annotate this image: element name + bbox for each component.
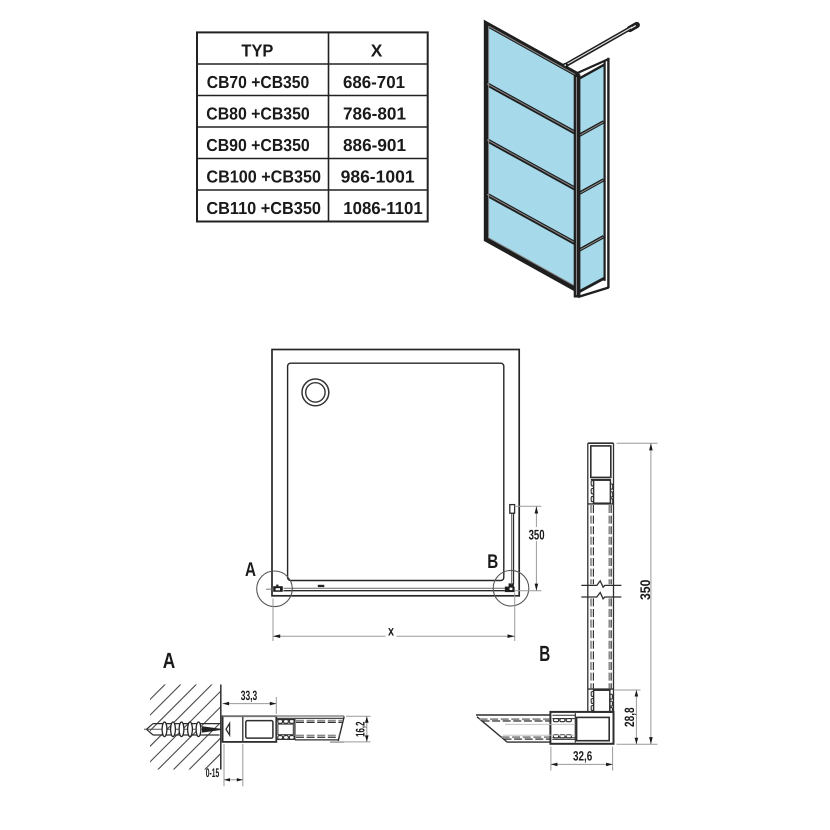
svg-text:33,3: 33,3 — [241, 688, 258, 703]
svg-text:CB90 +CB350: CB90 +CB350 — [206, 135, 310, 155]
svg-text:CB100 +CB350: CB100 +CB350 — [206, 166, 321, 186]
svg-text:16,2: 16,2 — [353, 722, 367, 737]
svg-text:0-15: 0-15 — [206, 766, 219, 780]
svg-text:CB80 +CB350: CB80 +CB350 — [206, 103, 310, 123]
svg-text:A: A — [245, 559, 256, 581]
svg-text:32,6: 32,6 — [573, 748, 593, 763]
svg-text:A: A — [163, 648, 176, 673]
svg-text:686-701: 686-701 — [343, 72, 405, 92]
svg-text:B: B — [539, 641, 550, 666]
svg-text:CB110 +CB350: CB110 +CB350 — [206, 198, 321, 218]
svg-text:28,8: 28,8 — [622, 707, 637, 727]
svg-text:350: 350 — [637, 579, 653, 600]
svg-text:886-901: 886-901 — [343, 135, 406, 155]
svg-text:986-1001: 986-1001 — [341, 166, 415, 186]
svg-text:350: 350 — [529, 526, 545, 542]
svg-text:B: B — [487, 551, 498, 573]
svg-text:786-801: 786-801 — [343, 103, 406, 123]
svg-text:X: X — [371, 40, 383, 60]
svg-text:x: x — [388, 622, 394, 638]
svg-text:CB70 +CB350: CB70 +CB350 — [207, 72, 310, 92]
svg-text:TYP: TYP — [241, 40, 273, 60]
svg-text:1086-1101: 1086-1101 — [343, 198, 423, 218]
